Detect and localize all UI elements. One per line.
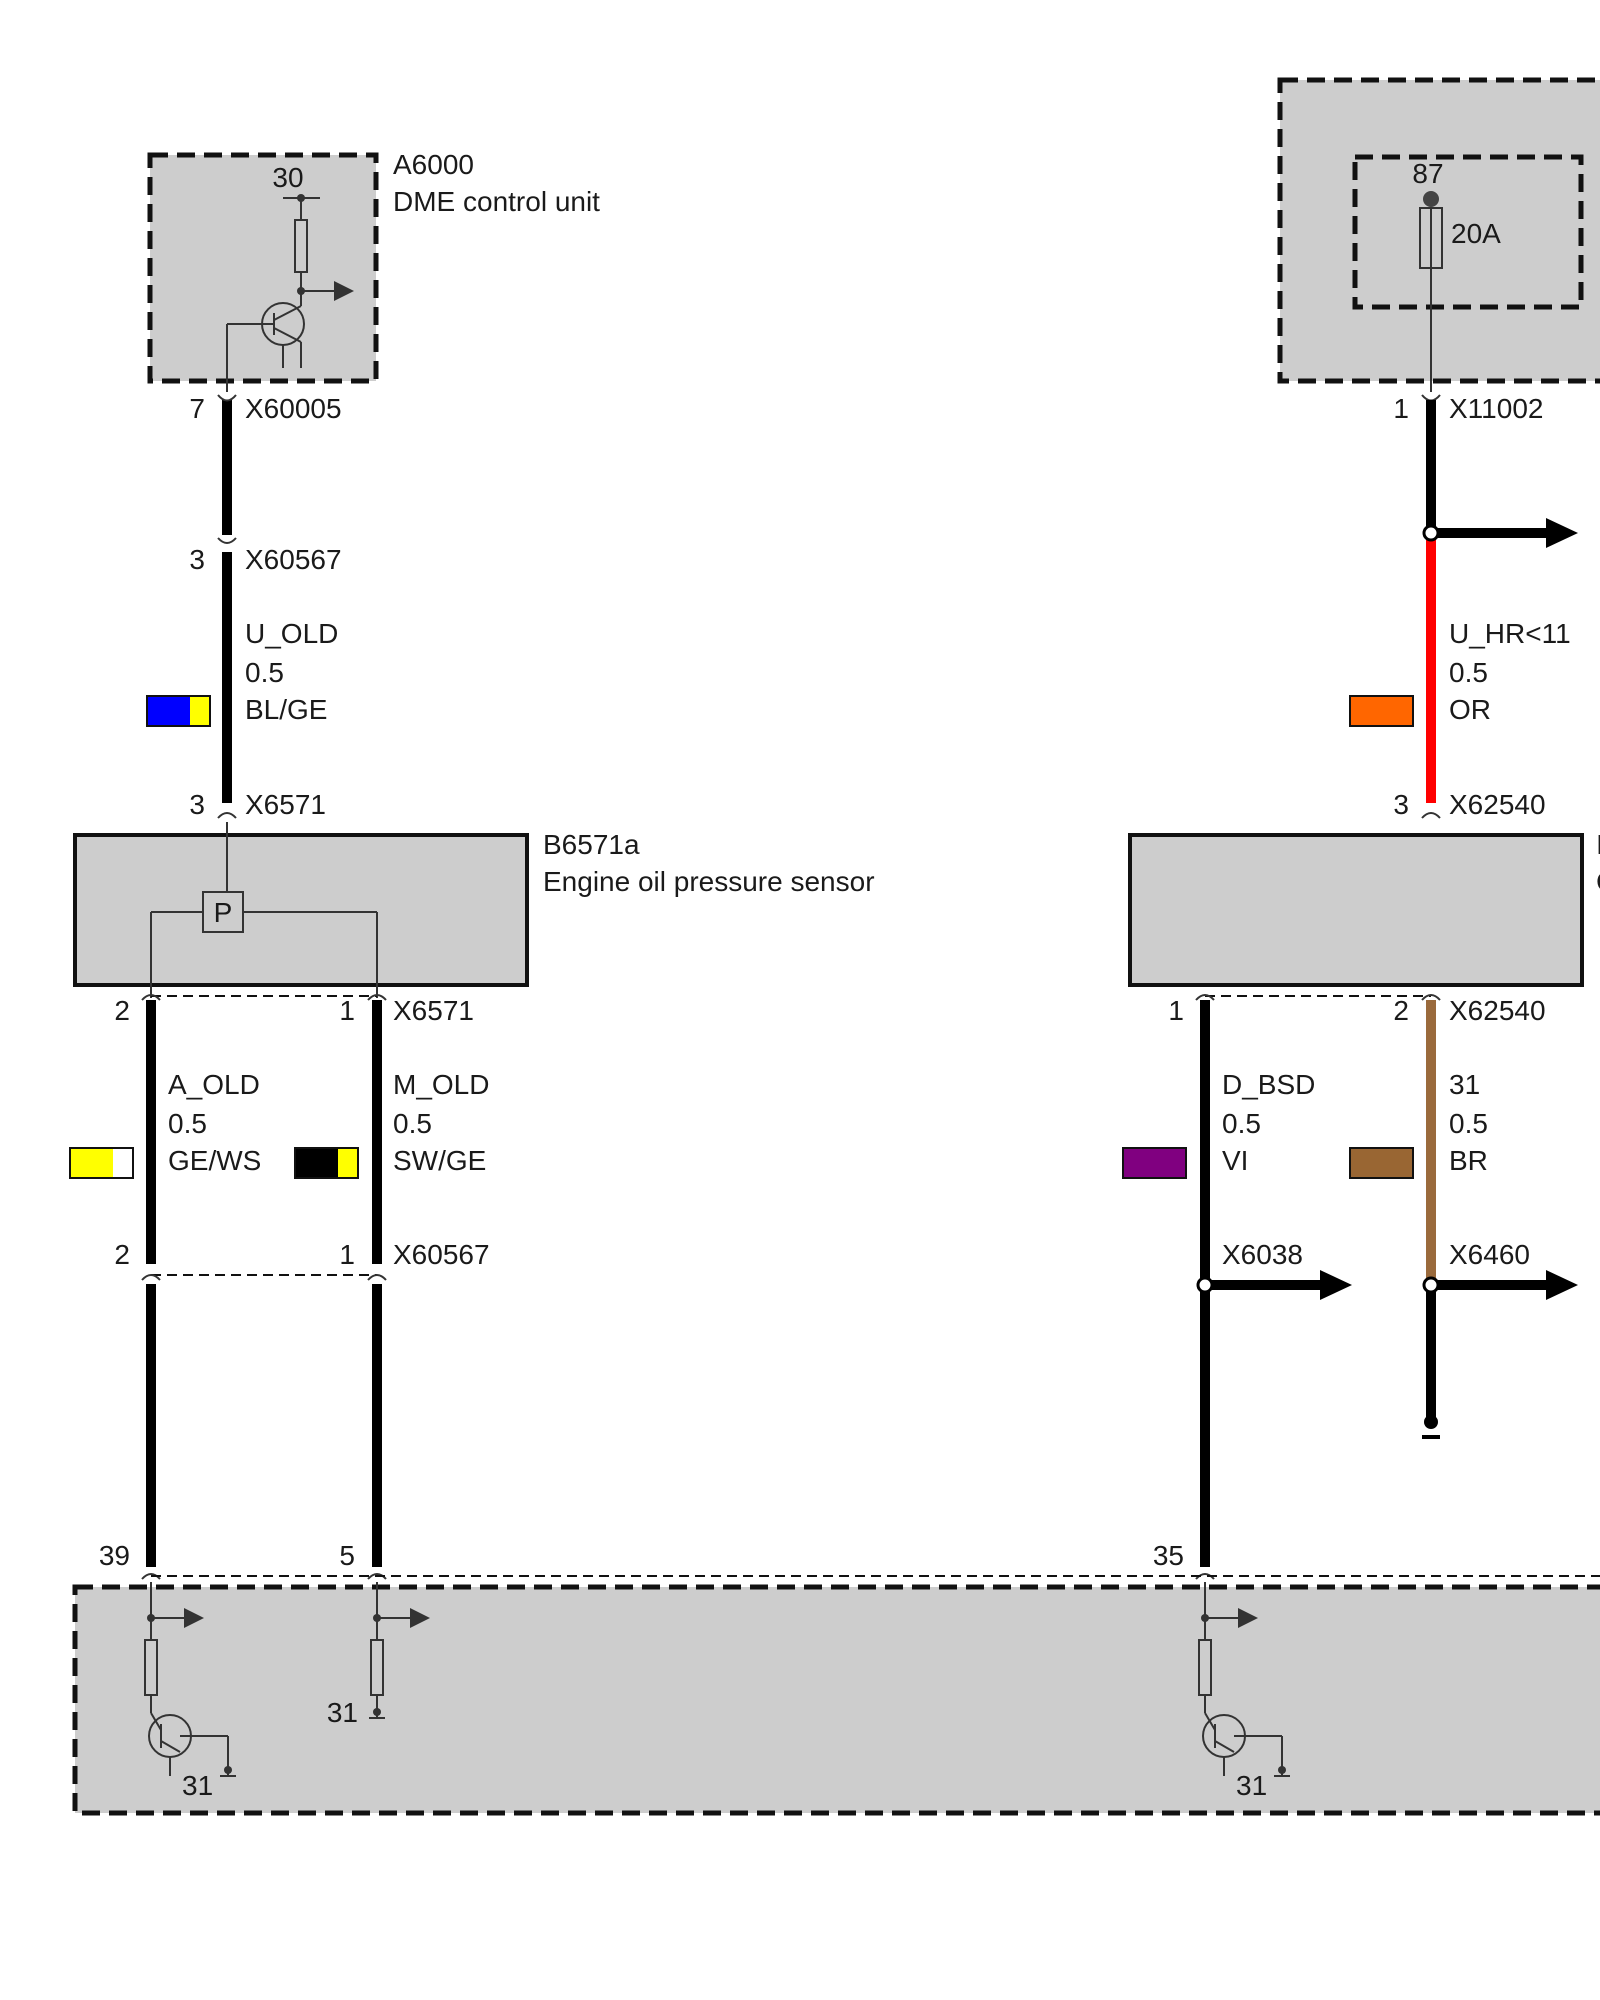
sensor-name-label: Engine oil pressure sensor [543, 866, 875, 897]
x6571-top-pin: 3 [189, 789, 205, 820]
transistor-icon [226, 292, 305, 392]
x60567-bottom-label: X60567 [393, 1239, 490, 1270]
u-old-color-swatch [146, 695, 211, 727]
m-old-color-code: SW/GE [393, 1145, 486, 1176]
u-hr-color-code: OR [1449, 694, 1491, 725]
br-31-color-code: BR [1449, 1145, 1488, 1176]
u-old-color-code: BL/GE [245, 694, 327, 725]
sensor-id-label: B6571a [543, 829, 640, 860]
ground-label-5: 31 [327, 1697, 358, 1728]
pressure-symbol: P [214, 897, 233, 928]
u-hr-color-swatch [1349, 695, 1414, 727]
x11002-pin: 1 [1393, 393, 1409, 424]
wire-d-bsd[interactable] [1195, 994, 1352, 1580]
ground-label-39: 31 [182, 1770, 213, 1801]
a-old-color-code: GE/WS [168, 1145, 261, 1176]
u-old-signal: U_OLD [245, 618, 338, 649]
right-module-name-partial: C [1596, 866, 1600, 897]
fuse-rating: 20A [1451, 218, 1501, 249]
a-old-signal: A_OLD [168, 1069, 260, 1100]
x60005-pin: 7 [189, 393, 205, 424]
u-hr-gauge: 0.5 [1449, 657, 1488, 688]
circuit-39 [144, 1582, 236, 1777]
x62540-bottom-pin-right: 2 [1393, 995, 1409, 1026]
circuit-5 [369, 1582, 430, 1719]
x60005-label: X60005 [245, 393, 342, 424]
m-old-gauge: 0.5 [393, 1108, 432, 1139]
pin-5: 5 [339, 1540, 355, 1571]
right-module[interactable] [1128, 833, 1584, 987]
x62540-bottom-label: X62540 [1449, 995, 1546, 1026]
circuit-35 [1198, 1582, 1290, 1777]
wire-br-31[interactable] [1421, 994, 1578, 1439]
wire-u-hr[interactable] [1421, 394, 1578, 819]
wire-a-old[interactable] [141, 994, 161, 1580]
x62540-top-label: X62540 [1449, 789, 1546, 820]
x60567-bottom-pin-right: 1 [339, 1239, 355, 1270]
d-bsd-color-swatch [1122, 1147, 1187, 1179]
x6571-bottom-pin-right: 1 [339, 995, 355, 1026]
br-31-signal: 31 [1449, 1069, 1480, 1100]
x60567-top-pin: 3 [189, 544, 205, 575]
d-bsd-signal: D_BSD [1222, 1069, 1315, 1100]
ground-label-35: 31 [1236, 1770, 1267, 1801]
pin-35: 35 [1153, 1540, 1184, 1571]
x6460-label: X6460 [1449, 1239, 1530, 1270]
right-module-id-partial: I [1596, 829, 1600, 860]
dme-control-unit[interactable]: 30 A6000 DME control unit [147, 149, 600, 392]
dme-name-label: DME control unit [393, 186, 600, 217]
fuse-carrier[interactable]: 87 20A [1277, 77, 1600, 392]
engine-oil-pressure-sensor[interactable]: P [73, 822, 529, 998]
x62540-top-pin: 3 [1393, 789, 1409, 820]
x6571-bottom-label: X6571 [393, 995, 474, 1026]
x6571-bottom-pin-left: 2 [114, 995, 130, 1026]
wire-u-old[interactable] [217, 394, 237, 819]
m-old-signal: M_OLD [393, 1069, 489, 1100]
x60567-top-label: X60567 [245, 544, 342, 575]
u-old-gauge: 0.5 [245, 657, 284, 688]
bottom-control-unit[interactable] [72, 1584, 1600, 1816]
u-hr-signal: U_HR<11 [1449, 618, 1571, 649]
x11002-label: X11002 [1449, 393, 1543, 424]
a-old-color-swatch [69, 1147, 134, 1179]
dme-terminal-30: 30 [272, 162, 303, 193]
x60567-bottom-pin-left: 2 [114, 1239, 130, 1270]
d-bsd-gauge: 0.5 [1222, 1108, 1261, 1139]
pin-39: 39 [99, 1540, 130, 1571]
x6038-label: X6038 [1222, 1239, 1303, 1270]
br-31-color-swatch [1349, 1147, 1414, 1179]
fuse-terminal-87: 87 [1412, 158, 1443, 189]
wire-m-old[interactable] [367, 994, 387, 1580]
m-old-color-swatch [294, 1147, 359, 1179]
br-31-gauge: 0.5 [1449, 1108, 1488, 1139]
dme-id-label: A6000 [393, 149, 474, 180]
d-bsd-color-code: VI [1222, 1145, 1248, 1176]
x6571-top-label: X6571 [245, 789, 326, 820]
a-old-gauge: 0.5 [168, 1108, 207, 1139]
x62540-bottom-pin-left: 1 [1168, 995, 1184, 1026]
